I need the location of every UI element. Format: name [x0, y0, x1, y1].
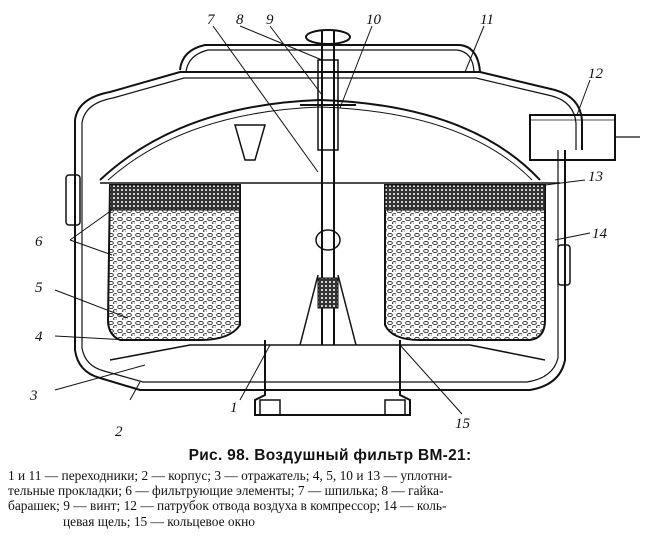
- housing-inner: [81, 150, 559, 383]
- label-10: 10: [366, 12, 382, 28]
- label-13: 13: [588, 169, 603, 185]
- label-5: 5: [35, 280, 43, 296]
- filter-element-right: [384, 184, 546, 341]
- figure-legend: 1 и 11 — переходники; 2 — корпус; 3 — от…: [8, 468, 658, 529]
- label-6: 6: [35, 234, 43, 250]
- right-boss: [557, 244, 571, 286]
- outlet-pipe: [529, 114, 616, 161]
- legend-line-3: барашек; 9 — винт; 12 — патрубок отвода …: [8, 498, 447, 514]
- label-8: 8: [236, 12, 244, 28]
- reflector-dome-inner: [107, 106, 533, 181]
- cover-outline: [74, 71, 583, 150]
- label-14: 14: [592, 226, 608, 242]
- legend-line-2: тельные прокладки; 6 — фильтрующие элеме…: [8, 483, 444, 499]
- label-3: 3: [29, 388, 38, 404]
- label-2: 2: [115, 424, 123, 440]
- label-9: 9: [266, 12, 274, 28]
- housing-outline: [74, 150, 566, 391]
- filter-body-drawing: [65, 44, 640, 416]
- left-boss: [65, 174, 81, 226]
- bottom-reflector: [109, 344, 546, 361]
- air-filter-diagram: 7 8 9 10 11 12 13 14 6 5 4 3 2 1 15: [29, 12, 640, 440]
- bottom-adapter: [254, 340, 411, 416]
- legend-line-4: цевая щель; 15 — кольцевое окно: [63, 513, 255, 529]
- label-1: 1: [230, 400, 238, 416]
- reflector-dome: [99, 98, 541, 181]
- leader-lines: [54, 25, 591, 415]
- label-11: 11: [480, 12, 494, 28]
- legend-line-1: 1 и 11 — переходники; 2 — корпус; 3 — от…: [8, 468, 453, 483]
- figure-caption: Рис. 98. Воздушный фильтр ВМ-21:: [188, 447, 472, 464]
- label-12: 12: [588, 66, 604, 82]
- label-15: 15: [455, 416, 471, 432]
- top-adapter-shape: [179, 44, 481, 73]
- top-adapter-inner: [185, 49, 475, 73]
- center-stud: [299, 29, 357, 346]
- cover-inner: [81, 77, 577, 150]
- filter-element-left: [106, 184, 241, 341]
- wing-nut: [305, 29, 351, 45]
- label-4: 4: [35, 329, 43, 345]
- label-7: 7: [207, 12, 216, 28]
